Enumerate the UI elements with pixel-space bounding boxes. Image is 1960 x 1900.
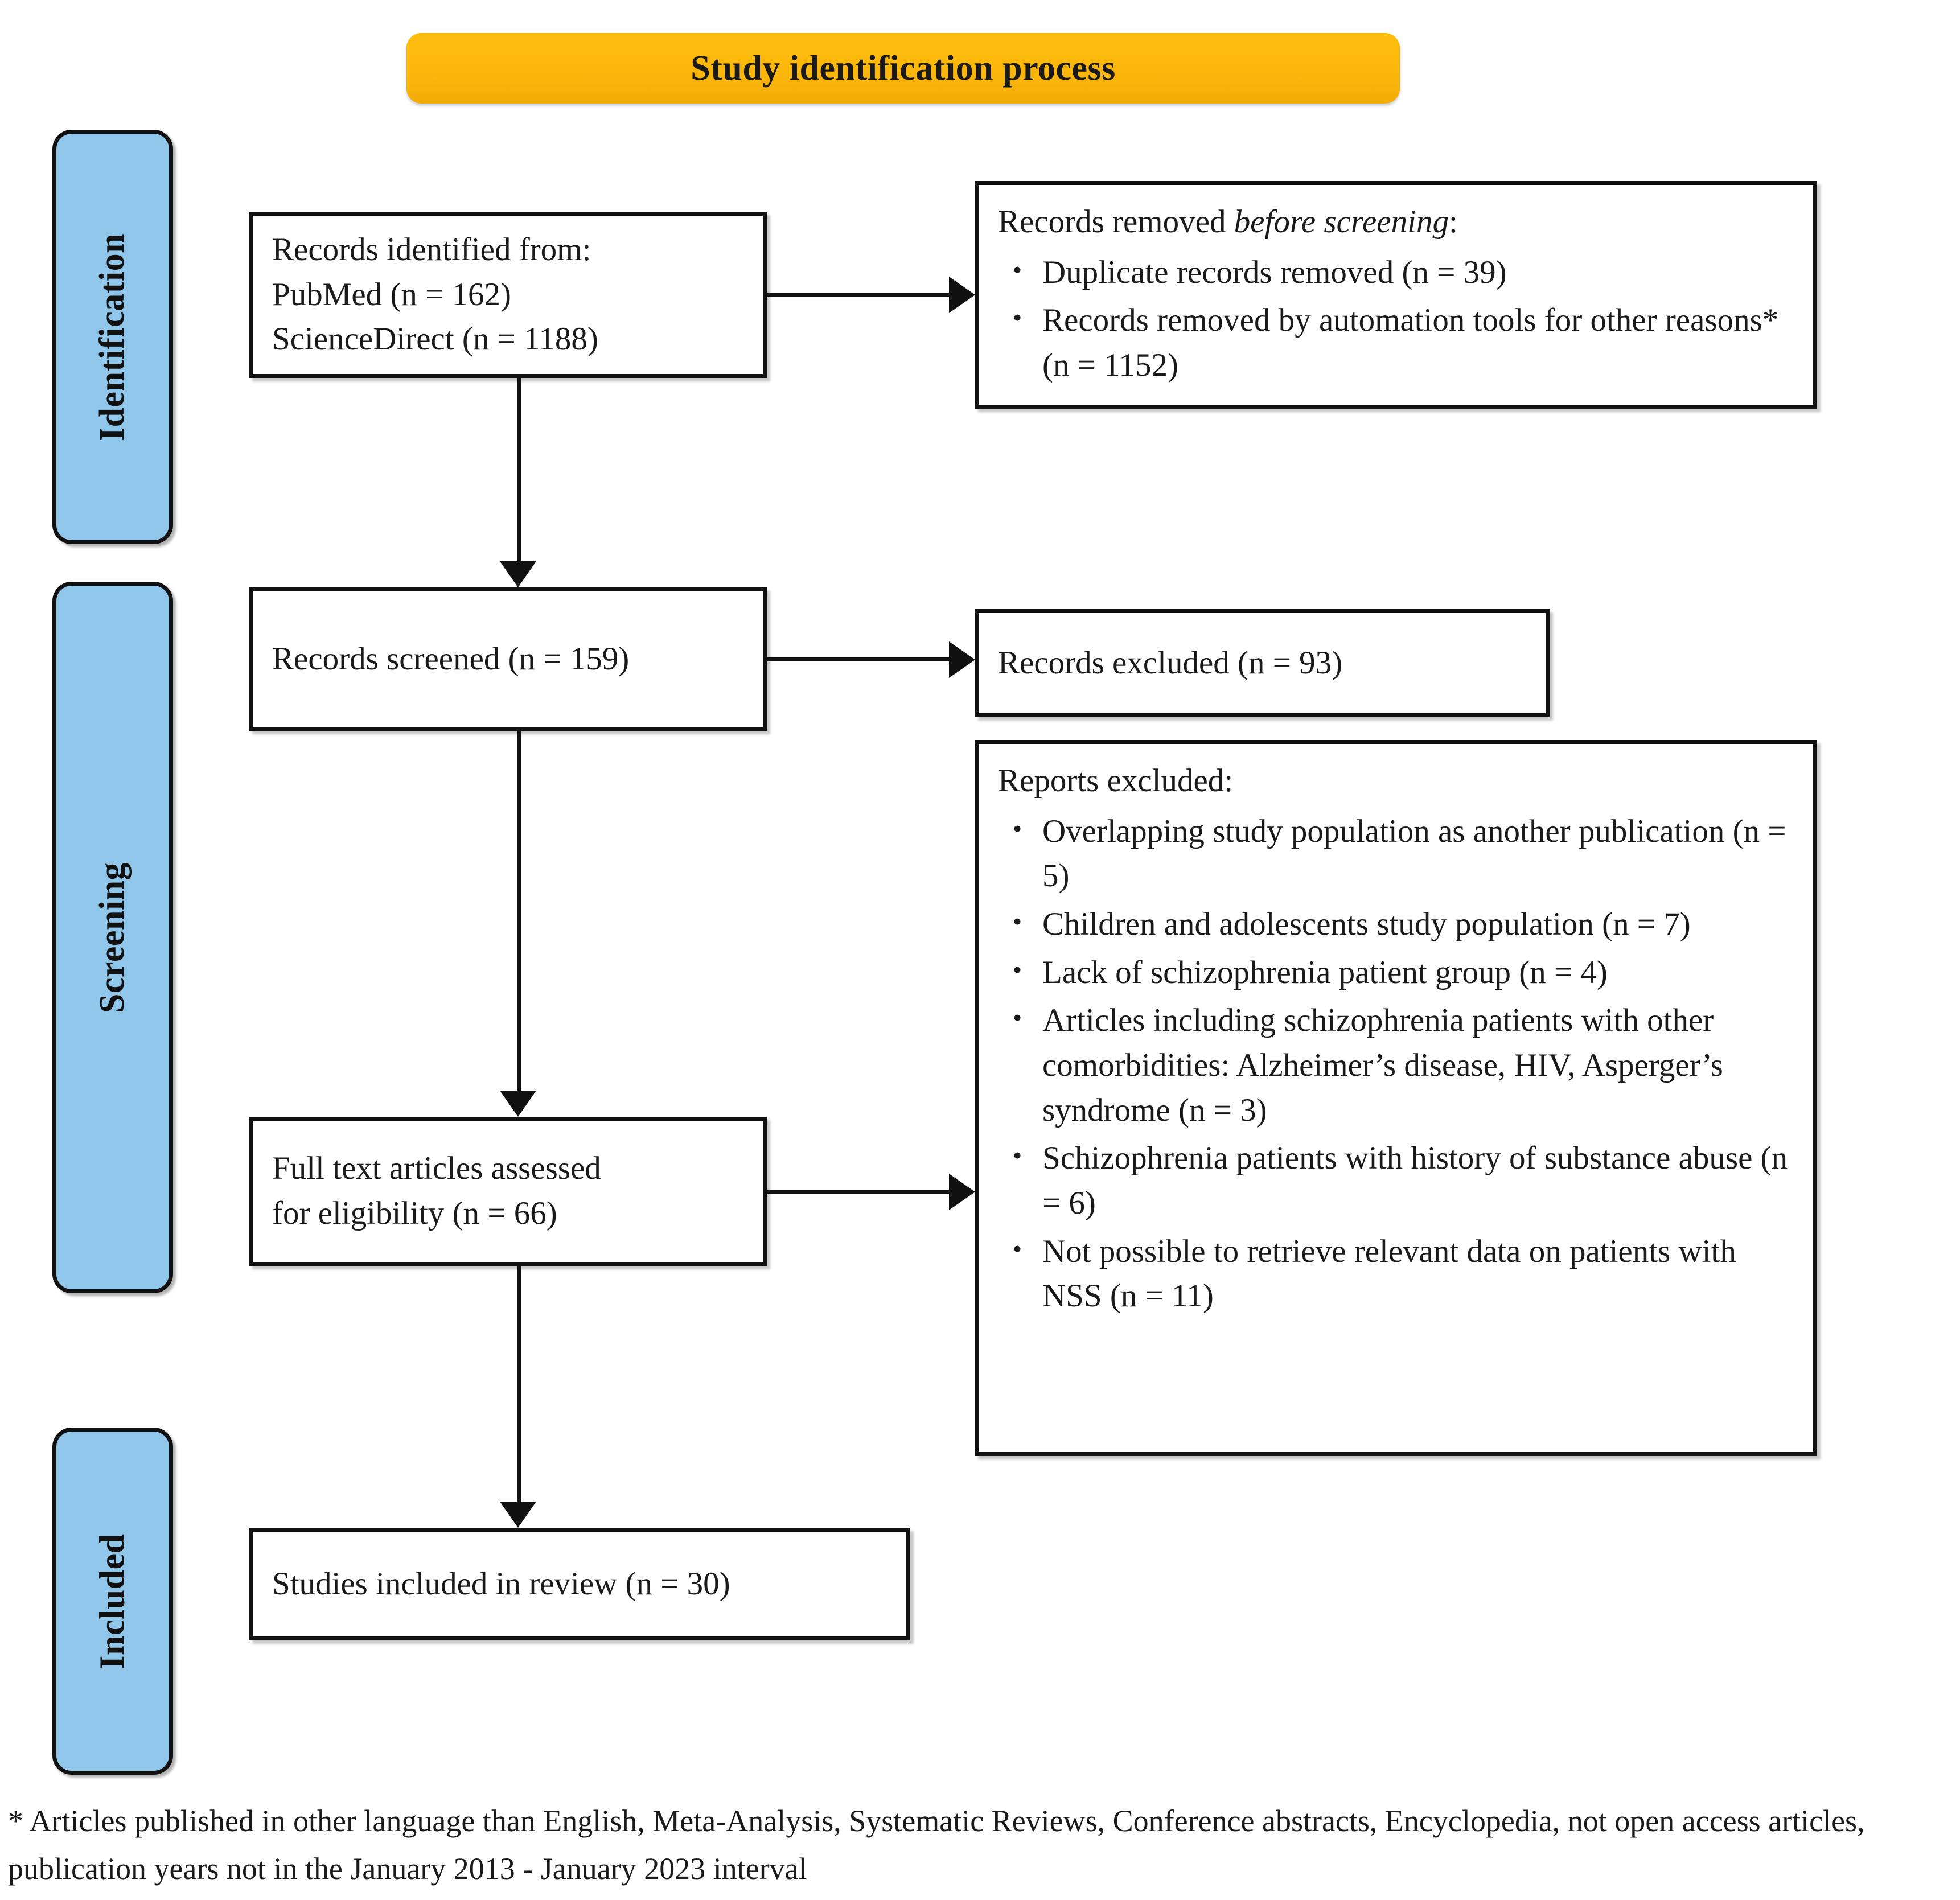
- records-removed-heading-italic: before screening: [1234, 204, 1449, 240]
- stage-label-included: Included: [52, 1428, 173, 1775]
- list-item: Records removed by automation tools for …: [1013, 297, 1794, 388]
- list-item: Overlapping study population as another …: [1013, 808, 1794, 899]
- list-item: Lack of schizophrenia patient group (n =…: [1013, 949, 1794, 996]
- list-item: Not possible to retrieve relevant data o…: [1013, 1228, 1794, 1319]
- records-identified-line3: ScienceDirect (n = 1188): [272, 321, 598, 357]
- box-records-identified: Records identified from: PubMed (n = 162…: [249, 212, 767, 378]
- records-removed-heading-prefix: Records removed: [998, 204, 1234, 240]
- box-full-text-assessed: Full text articles assessed for eligibil…: [249, 1117, 767, 1266]
- arrow-down-icon: [500, 1502, 536, 1528]
- records-removed-heading: Records removed before screening:: [998, 200, 1794, 245]
- records-identified-line1: Records identified from:: [272, 232, 591, 268]
- connector-screened-to-fulltext: [517, 731, 521, 1091]
- page-title: Study identification process: [691, 48, 1116, 88]
- records-excluded-text: Records excluded (n = 93): [998, 644, 1343, 681]
- full-text-line2: for eligibility (n = 66): [272, 1195, 557, 1231]
- list-item: Duplicate records removed (n = 39): [1013, 249, 1794, 295]
- stage-label-text: Screening: [93, 862, 132, 1013]
- stage-label-text: Included: [93, 1533, 132, 1669]
- connector-identified-to-screened: [517, 378, 521, 561]
- full-text-line1: Full text articles assessed: [272, 1150, 601, 1187]
- list-item: Schizophrenia patients with history of s…: [1013, 1135, 1794, 1225]
- arrow-right-icon: [949, 641, 975, 678]
- arrow-right-icon: [949, 1174, 975, 1210]
- stage-label-text: Identification: [93, 233, 132, 441]
- box-records-excluded: Records excluded (n = 93): [975, 609, 1550, 717]
- box-records-screened: Records screened (n = 159): [249, 587, 767, 731]
- list-item: Articles including schizophrenia patient…: [1013, 997, 1794, 1133]
- arrow-right-icon: [949, 277, 975, 313]
- connector-screened-to-excluded: [767, 657, 949, 661]
- arrow-down-icon: [500, 561, 536, 587]
- connector-identified-to-removed: [767, 293, 949, 297]
- records-identified-line2: PubMed (n = 162): [272, 276, 512, 312]
- stage-label-screening: Screening: [52, 582, 173, 1293]
- records-removed-list: Duplicate records removed (n = 39) Recor…: [998, 249, 1794, 388]
- reports-excluded-list: Overlapping study population as another …: [998, 808, 1794, 1319]
- stage-label-identification: Identification: [52, 130, 173, 544]
- records-screened-text: Records screened (n = 159): [272, 640, 630, 677]
- arrow-down-icon: [500, 1091, 536, 1117]
- box-studies-included: Studies included in review (n = 30): [249, 1528, 910, 1640]
- footnote: * Articles published in other language t…: [8, 1804, 1865, 1886]
- title-banner: Study identification process: [406, 33, 1400, 104]
- studies-included-text: Studies included in review (n = 30): [272, 1565, 730, 1602]
- connector-fulltext-to-included: [517, 1266, 521, 1502]
- connector-fulltext-to-reports-excluded: [767, 1190, 949, 1194]
- box-reports-excluded: Reports excluded: Overlapping study popu…: [975, 740, 1817, 1456]
- box-records-removed-before-screening: Records removed before screening: Duplic…: [975, 181, 1817, 409]
- list-item: Children and adolescents study populatio…: [1013, 901, 1794, 947]
- records-removed-heading-suffix: :: [1448, 204, 1458, 240]
- reports-excluded-heading: Reports excluded:: [998, 763, 1234, 799]
